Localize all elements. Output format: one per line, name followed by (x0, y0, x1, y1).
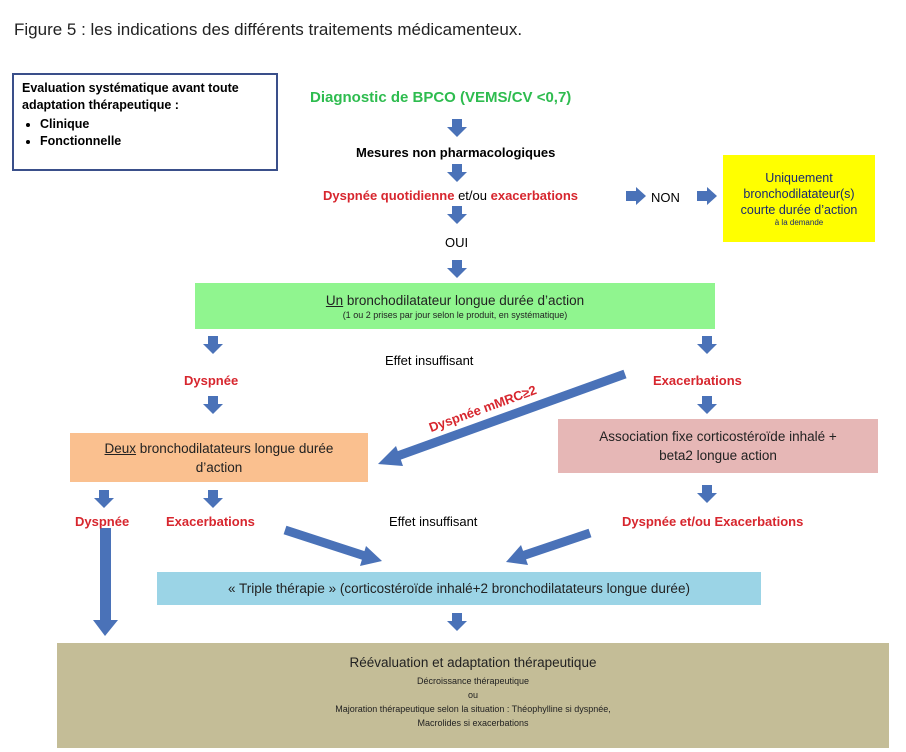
pink-box: Association fixe corticostéroïde inhalé … (558, 419, 878, 473)
arrow-right-non-1 (626, 187, 646, 205)
oui-label: OUI (445, 235, 469, 250)
green-rest: bronchodilatateur longue durée d’action (343, 292, 585, 308)
non-label: NON (651, 190, 680, 205)
evaluation-box: Evaluation systématique avant toute adap… (12, 73, 278, 171)
figure-title: Figure 5 : les indications des différent… (14, 20, 523, 39)
effet-insuffisant-2: Effet insuffisant (389, 514, 478, 529)
green-underlined: Un (325, 292, 344, 308)
evaluation-list: Clinique Fonctionnelle (22, 116, 268, 150)
arrow-down-orange-1 (94, 490, 114, 508)
dyspnee-far-left-label: Dyspnée (75, 514, 130, 529)
evaluation-item-fonctionnelle: Fonctionnelle (40, 133, 268, 150)
olive-line-3: Majoration thérapeutique selon la situat… (335, 704, 611, 714)
orange-line-1: Deux bronchodilatateurs longue durée (105, 439, 334, 458)
yellow-small: à la demande (774, 217, 824, 227)
arrow-down-pink (697, 485, 717, 503)
arrow-long-left (93, 528, 118, 636)
arrow-right-non-2 (697, 187, 717, 205)
arrow-diag-right-to-blue (506, 528, 592, 565)
orange-line-2: d’action (195, 459, 243, 475)
olive-box: Réévaluation et adaptation thérapeutique… (57, 643, 889, 748)
arrow-down-final (447, 613, 467, 631)
arrow-down-right-1 (697, 336, 717, 354)
question-label: Dyspnée quotidienne et/ou exacerbations (323, 188, 578, 203)
arrow-down-2 (447, 164, 467, 182)
arrow-down-left-1 (203, 336, 223, 354)
yellow-line-3: courte durée d’action (740, 202, 858, 217)
blue-box: « Triple thérapie » (corticostéroïde inh… (157, 572, 761, 605)
orange-underlined: Deux (104, 440, 137, 456)
olive-line-1: Décroissance thérapeutique (416, 676, 530, 686)
pink-line-2: beta2 longue action (659, 448, 777, 463)
effet-insuffisant-1: Effet insuffisant (385, 353, 474, 368)
arrow-down-left-2 (203, 396, 223, 414)
dyspnee-left-label: Dyspnée (184, 373, 239, 388)
arrow-down-3 (447, 206, 467, 224)
arrow-diag-left-to-blue (283, 525, 382, 566)
exacerbations-left-label: Exacerbations (166, 514, 255, 529)
diagnostic-title: Diagnostic de BPCO (VEMS/CV <0,7) (310, 89, 572, 106)
arrow-diag-mmrc (378, 369, 627, 466)
dyspnee-ou-exacerbations-label: Dyspnée et/ou Exacerbations (622, 514, 804, 529)
olive-title: Réévaluation et adaptation thérapeutique (349, 655, 597, 670)
yellow-line-2: bronchodilatateur(s) (743, 186, 855, 201)
evaluation-item-clinique: Clinique (40, 116, 268, 133)
arrow-down-4 (447, 260, 467, 278)
green-main: Un bronchodilatateur longue durée d’acti… (326, 293, 584, 308)
yellow-line-1: Uniquement (765, 170, 833, 185)
orange-box: Deux bronchodilatateurs longue durée d’a… (70, 433, 368, 482)
yellow-box: Uniquement bronchodilatateur(s) courte d… (723, 155, 875, 242)
blue-text: « Triple thérapie » (corticostéroïde inh… (228, 581, 690, 596)
green-box: Un bronchodilatateur longue durée d’acti… (195, 283, 715, 329)
question-part-etou: et/ou (454, 188, 491, 203)
arrow-down-1 (447, 119, 467, 137)
olive-line-2: ou (467, 690, 478, 700)
green-small: (1 ou 2 prises par jour selon le produit… (342, 309, 568, 320)
orange-rest: bronchodilatateurs longue durée (136, 440, 334, 456)
olive-line-4: Macrolides si exacerbations (417, 718, 529, 728)
non-pharma-label: Mesures non pharmacologiques (356, 145, 556, 160)
evaluation-heading: Evaluation systématique avant toute adap… (22, 81, 239, 112)
question-part-dyspnee: Dyspnée quotidienne (323, 188, 455, 203)
question-part-exacerbations: exacerbations (490, 188, 579, 203)
arrow-down-right-2 (697, 396, 717, 414)
arrow-down-orange-2 (203, 490, 223, 508)
pink-line-1: Association fixe corticostéroïde inhalé … (599, 429, 837, 444)
exacerbations-right-label: Exacerbations (653, 373, 742, 388)
